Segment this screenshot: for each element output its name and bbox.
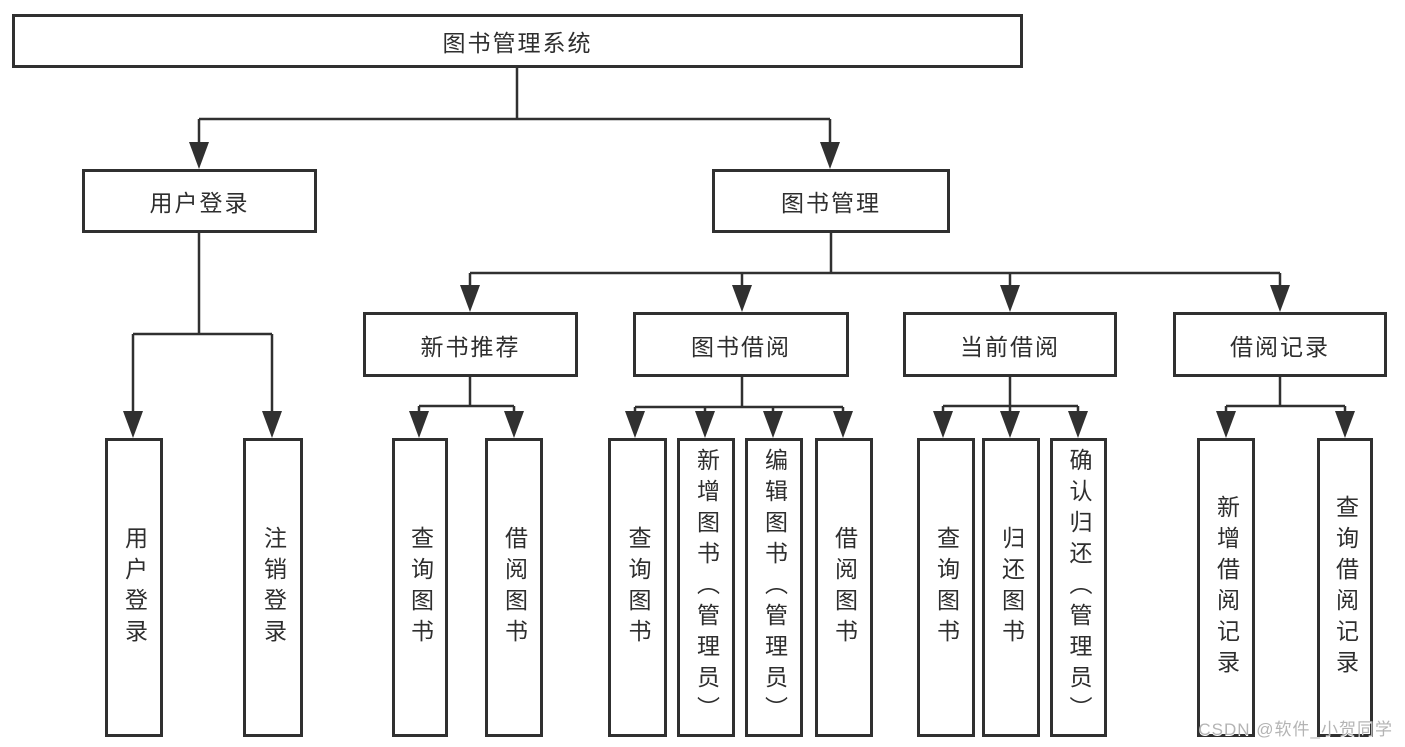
- arrowhead: [933, 411, 953, 438]
- leaf-edit-book-admin: 编辑图书（管理员）: [745, 438, 803, 737]
- watermark: CSDN @软件_小贺同学: [1198, 720, 1393, 739]
- leaf-query-books-3-label: 查询图书: [933, 525, 960, 650]
- leaf-add-book-admin-label: 新增图书（管理员）: [693, 448, 720, 727]
- leaf-confirm-return-admin: 确认归还（管理员）: [1050, 438, 1107, 737]
- leaf-return-books-label: 归还图书: [998, 525, 1025, 650]
- leaf-query-books-2-label: 查询图书: [625, 525, 651, 650]
- arrowhead: [189, 142, 209, 169]
- node-root: 图书管理系统: [12, 14, 1023, 68]
- arrowhead: [1000, 411, 1020, 438]
- leaf-logout: 注销登录: [243, 438, 303, 737]
- node-borrowing-records-label: 借阅记录: [1230, 333, 1330, 360]
- leaf-query-books-1: 查询图书: [392, 438, 448, 737]
- leaf-query-books-2: 查询图书: [608, 438, 667, 737]
- arrowhead: [820, 142, 840, 169]
- leaf-query-borrow-record: 查询借阅记录: [1317, 438, 1373, 737]
- leaf-add-borrow-record-label: 新增借阅记录: [1213, 494, 1240, 681]
- arrowhead: [123, 411, 143, 438]
- node-book-management: 图书管理: [712, 169, 950, 233]
- node-book-management-label: 图书管理: [781, 190, 881, 216]
- leaf-borrow-books-2: 借阅图书: [815, 438, 873, 737]
- leaf-borrow-books-2-label: 借阅图书: [831, 525, 858, 650]
- node-book-borrowing: 图书借阅: [633, 312, 849, 377]
- leaf-return-books: 归还图书: [982, 438, 1040, 737]
- arrowhead: [763, 411, 783, 438]
- leaf-add-borrow-record: 新增借阅记录: [1197, 438, 1255, 737]
- leaf-logout-label: 注销登录: [260, 525, 287, 650]
- arrowhead: [695, 411, 715, 438]
- arrowheads: [123, 142, 1355, 438]
- node-root-label: 图书管理系统: [442, 30, 593, 56]
- node-user-login-label: 用户登录: [149, 190, 250, 216]
- leaf-edit-book-admin-label: 编辑图书（管理员）: [761, 448, 788, 727]
- leaf-user-login-label: 用户登录: [121, 525, 148, 650]
- arrowhead: [833, 411, 853, 438]
- arrowhead: [625, 411, 645, 438]
- node-current-borrowing-label: 当前借阅: [960, 333, 1060, 360]
- leaf-confirm-return-admin-label: 确认归还（管理员）: [1066, 448, 1092, 727]
- arrowhead: [1270, 285, 1290, 312]
- node-current-borrowing: 当前借阅: [903, 312, 1117, 377]
- node-new-book-recommend-label: 新书推荐: [420, 333, 521, 360]
- leaf-query-books-1-label: 查询图书: [407, 525, 434, 650]
- node-user-login: 用户登录: [82, 169, 317, 233]
- arrowhead: [1068, 411, 1088, 438]
- arrowhead: [1335, 411, 1355, 438]
- node-book-borrowing-label: 图书借阅: [691, 333, 791, 360]
- arrowhead: [409, 411, 429, 438]
- leaf-query-books-3: 查询图书: [917, 438, 975, 737]
- arrowhead: [1216, 411, 1236, 438]
- node-borrowing-records: 借阅记录: [1173, 312, 1387, 377]
- leaf-query-borrow-record-label: 查询借阅记录: [1332, 494, 1359, 681]
- leaf-add-book-admin: 新增图书（管理员）: [677, 438, 735, 737]
- leaf-user-login: 用户登录: [105, 438, 163, 737]
- arrowhead: [1000, 285, 1020, 312]
- arrowhead: [504, 411, 524, 438]
- connector-lines: [131, 68, 1347, 413]
- arrowhead: [460, 285, 480, 312]
- leaf-borrow-books-1-label: 借阅图书: [501, 525, 528, 650]
- arrowhead: [262, 411, 282, 438]
- leaf-borrow-books-1: 借阅图书: [485, 438, 543, 737]
- node-new-book-recommend: 新书推荐: [363, 312, 578, 377]
- arrowhead: [732, 285, 752, 312]
